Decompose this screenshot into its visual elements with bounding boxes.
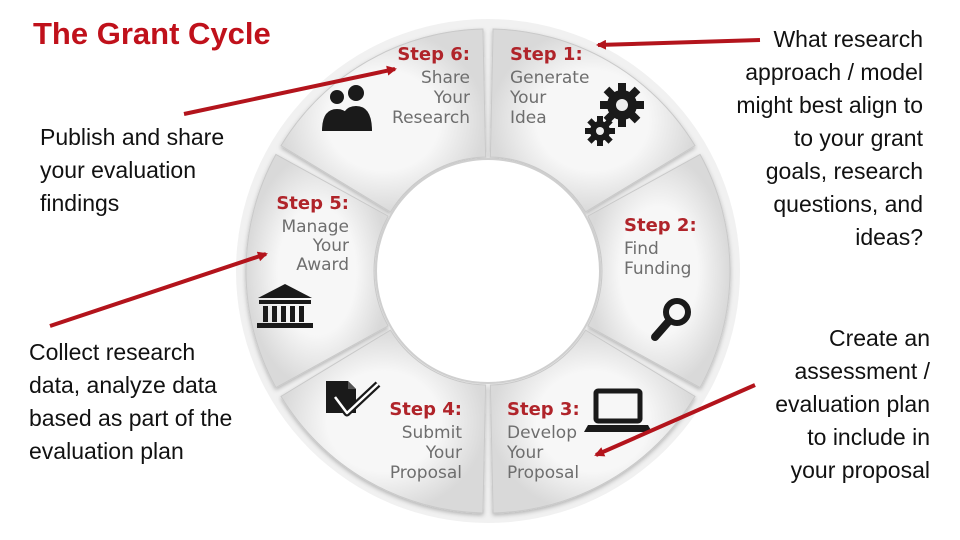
step-2-label: Step 2: Find Funding — [624, 215, 697, 279]
step-line: Your — [433, 88, 470, 108]
note-line: your proposal — [790, 457, 930, 483]
step-line: Award — [296, 255, 349, 275]
ring-segment-step-4 — [280, 329, 487, 514]
step-head: Step 1: — [510, 44, 583, 65]
step-head: Step 5: — [276, 193, 349, 214]
step-line: Develop — [507, 423, 577, 443]
note-line: to include in — [807, 424, 930, 450]
step-head: Step 2: — [624, 215, 697, 236]
note-line: findings — [40, 190, 120, 216]
step-head: Step 3: — [507, 399, 580, 420]
step-line: Your — [312, 236, 349, 256]
step-head: Step 6: — [397, 44, 470, 65]
bank-building-icon — [257, 284, 313, 328]
note-line: Create an — [828, 325, 930, 351]
step-line: Funding — [624, 259, 691, 279]
step-line: Proposal — [390, 463, 462, 483]
step-line: Research — [392, 108, 470, 128]
note-collect: Collect research data, analyze data base… — [29, 336, 269, 468]
step-line: Proposal — [507, 463, 579, 483]
step-line: Your — [506, 443, 543, 463]
note-line: evaluation plan — [775, 391, 930, 417]
note-line: Collect research — [29, 339, 196, 365]
page-title: The Grant Cycle — [33, 16, 271, 51]
document-check-icon — [326, 381, 381, 417]
arrow-to-step-6 — [183, 65, 397, 116]
note-line: goals, research — [765, 158, 923, 184]
note-line: questions, and — [773, 191, 923, 217]
note-publish: Publish and share your evaluation findin… — [40, 121, 270, 220]
magnifier-icon — [651, 298, 691, 341]
people-icon — [322, 85, 372, 131]
note-line: What research — [773, 26, 923, 52]
step-4-label: Step 4: Submit Your Proposal — [389, 399, 462, 483]
step-head: Step 4: — [389, 399, 462, 420]
arrow-to-step-1 — [596, 38, 761, 50]
step-6-label: Step 6: Share Your Research — [392, 44, 470, 128]
step-5-label: Step 5: Manage Your Award — [276, 193, 349, 275]
laptop-icon — [584, 388, 652, 432]
step-line: Your — [425, 443, 462, 463]
note-line: assessment / — [794, 358, 931, 384]
note-line: to your grant — [793, 125, 923, 151]
note-line: based as part of the — [29, 405, 233, 431]
ring-segment-step-2 — [587, 153, 731, 389]
note-line: your evaluation — [40, 157, 196, 183]
note-line: Publish and share — [40, 124, 225, 150]
step-line: Manage — [281, 217, 349, 237]
step-line: Submit — [402, 423, 463, 443]
note-assess: Create an assessment / evaluation plan t… — [730, 322, 930, 487]
ring-segment-step-3 — [489, 329, 696, 514]
note-line: evaluation plan — [29, 438, 184, 464]
step-line: Find — [624, 239, 659, 259]
arrow-to-step-3 — [594, 383, 756, 457]
arrow-to-step-5 — [49, 251, 268, 328]
ring-segment-step-6 — [280, 28, 487, 213]
ring-segment-step-5 — [245, 153, 389, 389]
step-line: Generate — [510, 68, 589, 88]
step-line: Your — [509, 88, 546, 108]
note-approach: What research approach / model might bes… — [690, 23, 923, 254]
step-1-label: Step 1: Generate Your Idea — [509, 44, 589, 128]
ring-center — [375, 158, 601, 384]
step-line: Idea — [510, 108, 547, 128]
note-line: data, analyze data — [29, 372, 217, 398]
note-line: might best align to — [736, 92, 923, 118]
annotation-arrows — [49, 38, 761, 457]
step-line: Share — [421, 68, 470, 88]
note-line: approach / model — [745, 59, 923, 85]
note-line: ideas? — [855, 224, 923, 250]
step-3-label: Step 3: Develop Your Proposal — [506, 399, 580, 483]
